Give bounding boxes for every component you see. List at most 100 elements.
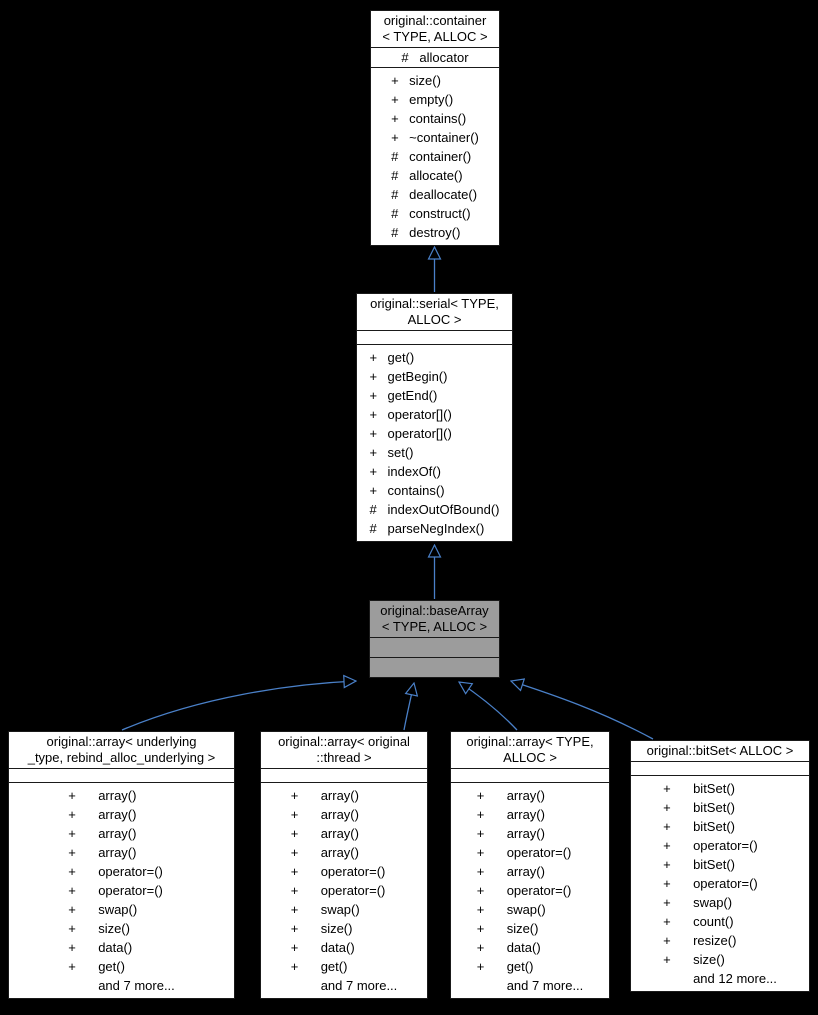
access-specifier: + — [369, 445, 378, 460]
class-box-serial[interactable]: original::serial< TYPE,ALLOC > + get()+ge… — [356, 293, 513, 542]
access-specifier: + — [290, 883, 299, 898]
member-row: #indexOutOfBound() — [369, 500, 499, 519]
access-specifier: + — [369, 350, 378, 365]
access-specifier: + — [391, 73, 399, 88]
member-label: set() — [387, 445, 414, 460]
member-label: bitSet() — [693, 781, 735, 796]
member-row: +get() — [68, 957, 175, 976]
access-specifier: + — [369, 369, 378, 384]
class-title-line: ::thread > — [316, 750, 372, 765]
member-row: +empty() — [391, 90, 479, 109]
class-title-line: original::bitSet< ALLOC > — [646, 743, 794, 758]
class-title-line: original::container — [383, 13, 487, 28]
access-specifier: + — [663, 781, 671, 796]
class-box-array-type-alloc[interactable]: original::array< TYPE,ALLOC > +array()+a… — [450, 731, 610, 999]
member-row: +array() — [291, 843, 398, 862]
class-title-line: original::baseArray — [380, 603, 489, 618]
access-specifier: # — [391, 168, 399, 183]
member-row: +operator=() — [68, 881, 175, 900]
member-label: and 12 more... — [693, 971, 777, 986]
access-specifier: + — [476, 959, 485, 974]
class-methods — [370, 657, 499, 677]
member-row: +size() — [391, 71, 479, 90]
member-label: get() — [387, 350, 415, 365]
class-box-bitset[interactable]: original::bitSet< ALLOC > +bitSet()+bitS… — [630, 740, 810, 992]
member-row: # allocate() — [391, 166, 479, 185]
member-label: array() — [506, 864, 545, 879]
access-specifier: + — [290, 826, 299, 841]
member-label: array() — [506, 807, 545, 822]
access-specifier: + — [476, 883, 485, 898]
access-specifier: + — [68, 959, 76, 974]
access-specifier: + — [391, 111, 399, 126]
member-row: +array() — [477, 805, 584, 824]
member-row: and 12 more... — [663, 969, 777, 988]
member-label: operator=() — [693, 838, 758, 853]
member-row: #container() — [391, 147, 479, 166]
access-specifier: # — [401, 50, 409, 65]
access-specifier: + — [68, 807, 76, 822]
class-title-line: original::array< original — [278, 734, 410, 749]
member-label: bitSet() — [693, 800, 735, 815]
access-specifier: + — [290, 902, 299, 917]
member-row: #deallocate() — [391, 185, 479, 204]
member-row: + get() — [369, 348, 499, 367]
member-row: +resize() — [663, 931, 777, 950]
member-row: +swap() — [663, 893, 777, 912]
member-label: allocator — [419, 50, 469, 65]
member-row: +indexOf() — [369, 462, 499, 481]
member-row: +operator=() — [663, 874, 777, 893]
access-specifier: + — [68, 921, 76, 936]
class-title-line: ALLOC > — [503, 750, 557, 765]
class-title: original::array< original::thread > — [261, 732, 427, 768]
member-label: swap() — [693, 895, 733, 910]
member-row: +array() — [68, 824, 175, 843]
class-box-container[interactable]: original::container< TYPE, ALLOC > #allo… — [370, 10, 500, 246]
member-label: operator=() — [320, 864, 386, 879]
member-label: operator[]() — [387, 407, 452, 422]
member-row: +swap() — [477, 900, 584, 919]
member-row: +data() — [68, 938, 175, 957]
member-row: +array() — [68, 805, 175, 824]
access-specifier: + — [68, 902, 76, 917]
member-label: size() — [693, 952, 725, 967]
member-label: operator=() — [98, 883, 163, 898]
member-label: contains() — [409, 111, 467, 126]
class-methods: +array()+array()+array()+operator=()+arr… — [451, 782, 609, 998]
member-label: get() — [320, 959, 348, 974]
member-row: + bitSet() — [663, 798, 777, 817]
access-specifier: + — [663, 838, 671, 853]
member-row: #parseNegIndex() — [369, 519, 499, 538]
access-specifier: + — [290, 864, 299, 879]
member-row: +data() — [291, 938, 398, 957]
inheritance-edge-array-thread-to-basearray — [403, 683, 414, 731]
member-row: +operator=() — [477, 881, 584, 900]
inheritance-edge-array-underlying-to-basearray — [121, 681, 356, 731]
access-specifier: + — [369, 426, 378, 441]
member-row: +array() — [477, 862, 584, 881]
member-row: +getEnd() — [369, 386, 499, 405]
member-label: allocate() — [409, 168, 463, 183]
access-specifier: + — [68, 845, 76, 860]
member-label: bitSet() — [693, 857, 735, 872]
access-specifier: + — [663, 857, 671, 872]
member-row: +operator=() — [477, 843, 584, 862]
member-row: +array() — [68, 843, 175, 862]
access-specifier: + — [663, 800, 671, 815]
access-specifier — [663, 969, 693, 988]
member-label: bitSet() — [693, 819, 735, 834]
class-title-line: ALLOC > — [407, 312, 462, 327]
member-label: operator=() — [320, 883, 386, 898]
class-box-array-thread[interactable]: original::array< original::thread > +arr… — [260, 731, 428, 999]
member-label: array() — [320, 845, 359, 860]
member-row: +array() — [68, 786, 175, 805]
class-methods: +array()+array()+array()+array()+operato… — [9, 782, 234, 998]
member-label: data() — [98, 940, 133, 955]
member-label: operator=() — [98, 864, 163, 879]
member-row: and 7 more... — [291, 976, 398, 995]
access-specifier — [477, 976, 507, 995]
member-label: count() — [693, 914, 734, 929]
class-box-array-underlying[interactable]: original::array< underlying_type, rebind… — [8, 731, 235, 999]
class-title: original::serial< TYPE,ALLOC > — [357, 294, 512, 330]
